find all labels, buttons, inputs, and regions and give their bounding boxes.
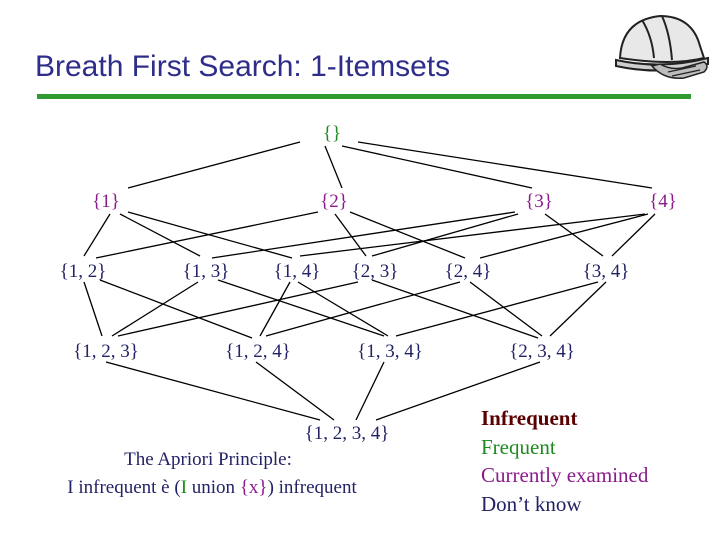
principle-statement: I infrequent è (I union {x}) infrequent [67,478,356,497]
edge-12-123 [83,281,103,337]
node-3: {3} [525,191,553,212]
node-234: {2, 3, 4} [509,341,575,362]
legend-infrequent: Infrequent [481,406,578,430]
edge-134-1234 [355,361,385,421]
node-23: {2, 3} [351,261,399,282]
title-underline [37,94,691,99]
edge-empty-1 [127,141,301,189]
edge-14-124 [259,281,291,337]
edge-12-124 [99,279,253,339]
node-13: {1, 3} [182,261,230,282]
principle-part-start: I infrequent è ( [67,477,181,498]
edge-3-13 [211,211,516,259]
edge-2-12 [95,211,319,259]
edge-2-24 [349,211,466,259]
node-24: {2, 4} [444,261,492,282]
node-1: {1} [92,191,120,212]
edge-24-124 [265,281,461,337]
node-1234: {1, 2, 3, 4} [304,423,390,444]
edge-124-1234 [255,361,335,421]
node-12: {1, 2} [59,261,107,282]
edge-4-34 [611,213,656,257]
edge-1-12 [83,213,111,257]
node-14: {1, 4} [273,261,321,282]
edge-34-134 [395,281,599,337]
edge-34-234 [549,281,607,337]
edge-14-134 [297,281,389,337]
edge-4-14 [299,213,646,257]
edge-13-134 [217,279,385,337]
edge-4-24 [479,213,649,259]
node-124: {1, 2, 4} [225,341,291,362]
principle-part-x: {x} [239,477,268,498]
principle-part-i: I [180,477,188,498]
edge-3-23 [371,213,519,257]
edge-1-13 [119,213,201,257]
edge-empty-2 [324,145,343,189]
edge-123-1234 [105,361,321,421]
legend-currently-examined: Currently examined [481,463,649,487]
node-34: {3, 4} [582,261,630,282]
edge-23-123 [117,281,359,337]
principle-part-end: ) infrequent [267,477,357,498]
legend-frequent: Frequent [481,434,556,459]
node-2: {2} [320,191,348,212]
legend-dont-know: Don’t know [481,491,582,516]
node-empty: {} [322,123,342,144]
edge-empty-4 [357,141,653,189]
edge-23-234 [371,279,539,339]
legend: Infrequent Frequent Currently examined D… [481,404,648,518]
edge-234-1234 [375,361,541,421]
slide-title: Breath First Search: 1-Itemsets [35,50,451,83]
node-4: {4} [649,191,677,212]
node-123: {1, 2, 3} [73,341,139,362]
hardhat-gloves-icon [615,14,709,79]
edge-24-234 [469,281,543,337]
principle-part-union: union [187,477,240,498]
edge-empty-3 [341,145,533,189]
edge-3-34 [544,213,604,257]
node-134: {1, 3, 4} [357,341,423,362]
principle-heading: The Apriori Principle: [124,449,292,470]
edge-13-123 [111,281,199,337]
